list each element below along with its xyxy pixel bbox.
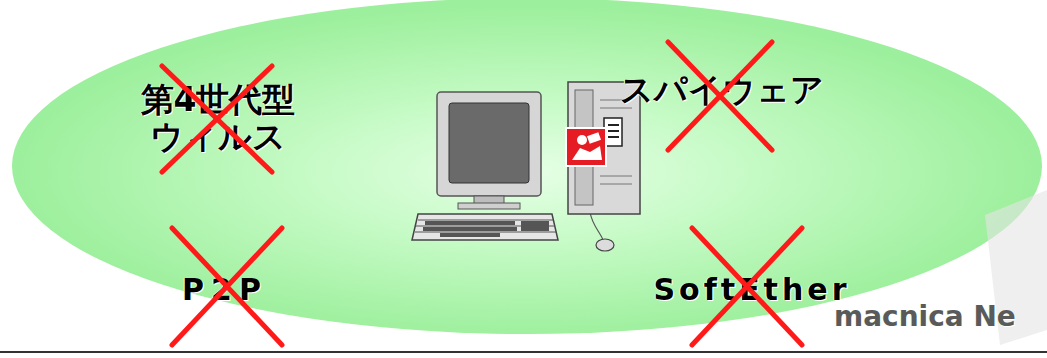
cross-mark	[172, 228, 282, 345]
threat-label: SoftEther	[654, 272, 851, 308]
computer-illustration	[412, 82, 640, 251]
watermark-text: macnica Ne	[834, 300, 1016, 334]
threat-label: 第4世代型 ウィルス	[133, 81, 303, 155]
threat-label: スパイウェア	[620, 70, 824, 110]
footer-rule	[0, 351, 1047, 353]
threat-label: P2P	[182, 272, 268, 308]
network-ellipse	[12, 0, 1042, 334]
